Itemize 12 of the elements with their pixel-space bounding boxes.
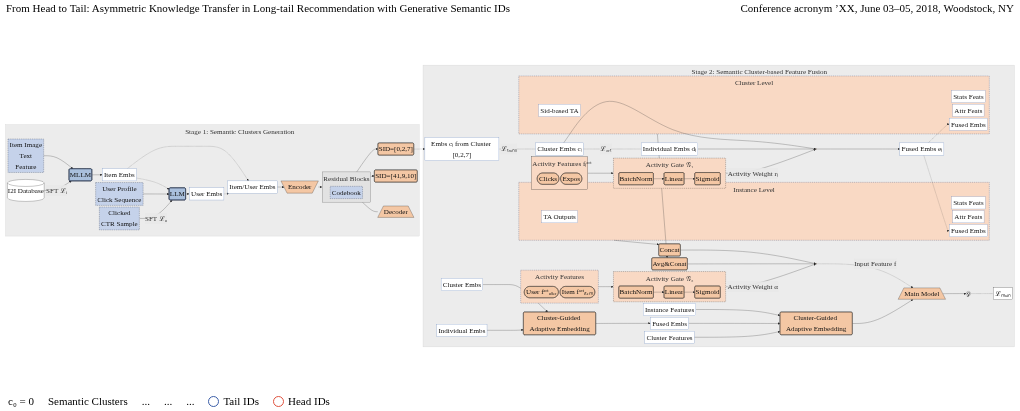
legend-text: Tail IDs: [223, 394, 259, 407]
note-label: c₀ = 0: [8, 395, 34, 407]
node-circle: [815, 263, 817, 265]
running-header: Conference acronym ’XX, June 03–05, 2018, Woodstock, NY: [740, 2, 1014, 16]
legend-text: Head IDs: [288, 394, 330, 407]
running-header: From Head to Tail: Asymmetric Knowledge Transfer in Long-tail Recommendation with Generative Semantic IDs: [6, 2, 510, 16]
arrow: [370, 174, 375, 178]
node-circle: [815, 148, 817, 150]
note-label: ...: [163, 395, 173, 407]
note-label: ...: [186, 395, 195, 407]
note-label: ...: [141, 395, 150, 407]
note-label: Semantic Clusters: [47, 395, 128, 407]
